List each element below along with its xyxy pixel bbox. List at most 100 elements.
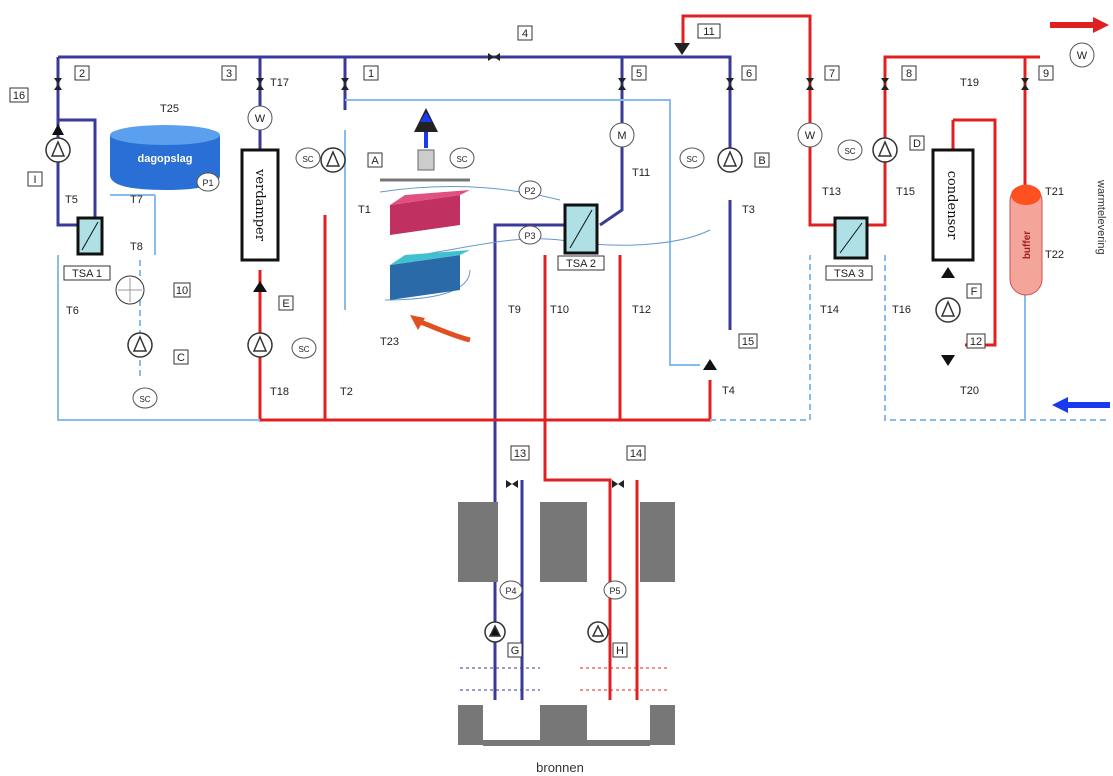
meter-w2: W	[1077, 50, 1088, 62]
condensor-label: condensor	[944, 171, 959, 240]
condensor: condensor	[931, 148, 975, 262]
valve-tags: 4 2 3 1 5 6 7 8 9 10 11 12 13 14 15 16	[9, 23, 1054, 461]
tag-t1: T1	[358, 204, 371, 216]
tag-p1: P1	[202, 178, 213, 188]
pump-g: G	[511, 645, 520, 657]
tag-t21: T21	[1045, 186, 1064, 198]
tsa3-label: TSA 3	[834, 268, 864, 280]
tag-t8: T8	[130, 241, 143, 253]
sc-fan: SC	[456, 155, 467, 164]
meters: W M W W	[247, 42, 1095, 148]
fan-unit	[380, 108, 470, 182]
tag-t17: T17	[270, 77, 289, 89]
valve-11: 11	[703, 26, 714, 38]
tag-t22: T22	[1045, 249, 1064, 261]
sc-e: SC	[298, 345, 309, 354]
valve-10: 10	[176, 285, 188, 297]
tag-p3: P3	[524, 231, 535, 241]
pump-letters: I A B C D E F G H	[27, 135, 982, 658]
air-inflow-arrowhead	[410, 315, 425, 330]
heat-pump-fan	[115, 275, 145, 305]
valve-13: 13	[514, 448, 526, 460]
buffer-vessel: buffer	[1009, 184, 1043, 296]
cold-pipework	[56, 55, 732, 700]
buffer-label: buffer	[1022, 231, 1033, 259]
tag-t23: T23	[380, 336, 399, 348]
tag-t6: T6	[66, 305, 79, 317]
valve-5: 5	[636, 68, 642, 80]
bronnen-label: bronnen	[536, 760, 584, 775]
pump-d: D	[913, 138, 921, 150]
valve-14: 14	[630, 448, 642, 460]
tag-p4: P4	[505, 586, 516, 596]
pump-i: I	[33, 174, 36, 186]
valve-2: 2	[79, 68, 85, 80]
sc-c: SC	[139, 395, 150, 404]
sc-controllers: SC SC SC SC SC SC	[132, 139, 863, 409]
meter-w1: W	[805, 130, 816, 142]
valve-9: 9	[1043, 68, 1049, 80]
valve-12: 12	[970, 336, 982, 348]
temperature-tags: T1 T2 T3 T4 T5 T6 T7 T8 T9 T10 T11 T12 T…	[65, 77, 1064, 398]
evaporator-coils	[390, 190, 470, 300]
heat-out-arrowhead	[1093, 17, 1109, 33]
tag-p5: P5	[609, 586, 620, 596]
tag-t25: T25	[160, 103, 179, 115]
wells	[458, 502, 675, 746]
valve-6: 6	[746, 68, 752, 80]
tsa2-exchanger: TSA 2	[557, 203, 605, 271]
sc-b: SC	[686, 155, 697, 164]
tag-t12: T12	[632, 304, 651, 316]
tag-t10: T10	[550, 304, 569, 316]
dagopslag-label: dagopslag	[137, 153, 192, 165]
tag-t14: T14	[820, 304, 839, 316]
air-inflow-arrow	[414, 317, 471, 343]
tag-t7: T7	[130, 194, 143, 206]
tag-t19: T19	[960, 77, 979, 89]
tsa2-label: TSA 2	[566, 258, 596, 270]
valve-15: 15	[742, 336, 754, 348]
tag-t2: T2	[340, 386, 353, 398]
check-valves	[52, 124, 955, 370]
pump-e: E	[282, 298, 289, 310]
pump-a: A	[371, 155, 379, 167]
tag-t18: T18	[270, 386, 289, 398]
verdamper: verdamper	[240, 148, 280, 262]
warmtelevering-label: warmtelevering	[1095, 179, 1107, 255]
dagopslag-tank: dagopslag	[110, 125, 220, 190]
valve-3: 3	[226, 68, 232, 80]
heat-return-arrowhead	[1052, 397, 1068, 413]
pressure-tags: P1 P2 P3 P4 P5	[196, 172, 627, 600]
tag-t4: T4	[722, 385, 735, 397]
pump-h: H	[616, 645, 624, 657]
pump-symbols	[45, 137, 961, 643]
tag-t11: T11	[632, 167, 650, 179]
tag-t9: T9	[508, 304, 521, 316]
tsa1-label: TSA 1	[72, 268, 102, 280]
evaporator-coil-lines	[379, 186, 711, 301]
tag-t3: T3	[742, 204, 755, 216]
tag-t5: T5	[65, 194, 78, 206]
valve-16: 16	[13, 90, 25, 102]
valve-8: 8	[906, 68, 912, 80]
valve-7: 7	[829, 68, 835, 80]
tsa3-exchanger: TSA 3	[825, 216, 873, 281]
tag-t20: T20	[960, 385, 979, 397]
sc-d: SC	[844, 147, 855, 156]
pump-b: B	[758, 155, 765, 167]
pump-f: F	[971, 286, 978, 298]
hot-pipework	[258, 14, 1100, 700]
valve-bowties	[54, 43, 1029, 488]
tag-t13: T13	[822, 186, 841, 198]
sc-a: SC	[302, 155, 313, 164]
tag-p2: P2	[524, 186, 535, 196]
tsa1-exchanger: TSA 1	[63, 216, 111, 281]
verdamper-label: verdamper	[252, 168, 267, 242]
valve-1: 1	[368, 68, 374, 80]
pump-c: C	[177, 352, 185, 364]
tag-t16: T16	[892, 304, 911, 316]
meter-m1: W	[255, 113, 266, 125]
valve-4: 4	[522, 28, 528, 40]
tag-t15: T15	[896, 186, 915, 198]
